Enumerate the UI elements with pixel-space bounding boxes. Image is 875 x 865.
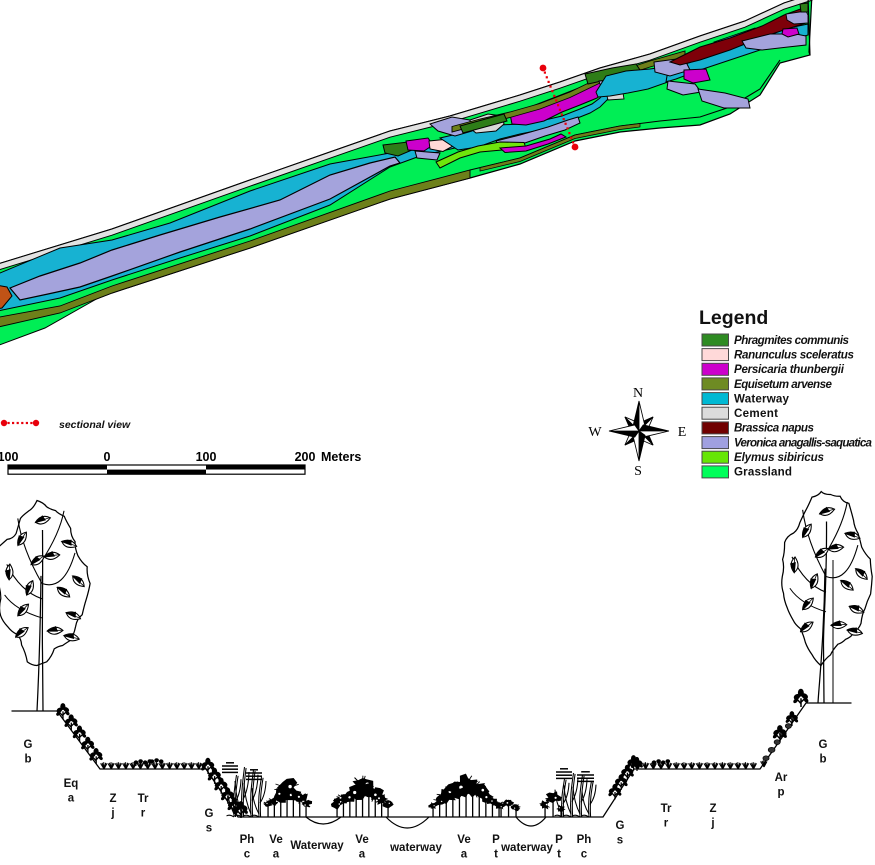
svg-text:100: 100 [196,450,217,464]
svg-text:a: a [68,793,75,805]
svg-text:G: G [616,820,625,832]
svg-text:200: 200 [295,450,316,464]
svg-text:b: b [819,754,826,766]
svg-text:Grassland: Grassland [734,466,792,479]
svg-text:t: t [557,849,561,861]
svg-text:Ranunculus sceleratus: Ranunculus sceleratus [734,348,855,361]
svg-text:Phragmites communis: Phragmites communis [734,334,850,347]
svg-text:Eq: Eq [64,778,79,790]
svg-text:G: G [819,739,828,751]
svg-text:Meters: Meters [321,450,361,464]
svg-text:Z: Z [109,793,116,805]
svg-text:t: t [494,849,498,861]
svg-text:j: j [710,818,714,830]
svg-text:s: s [617,835,623,847]
svg-text:100: 100 [0,450,18,464]
svg-text:Tr: Tr [661,803,672,815]
svg-text:N: N [633,386,643,401]
svg-text:S: S [634,464,642,479]
svg-text:Ph: Ph [240,834,255,846]
svg-text:Cement: Cement [734,407,778,420]
svg-text:Elymus sibiricus: Elymus sibiricus [734,451,825,464]
svg-text:sectional view: sectional view [59,419,131,431]
svg-text:c: c [244,849,251,861]
svg-text:Ar: Ar [775,772,788,784]
svg-text:Waterway: Waterway [290,840,344,852]
svg-text:j: j [110,808,114,820]
svg-text:W: W [588,425,602,440]
svg-text:Tr: Tr [138,793,149,805]
svg-text:a: a [359,849,366,861]
svg-text:0: 0 [104,450,111,464]
svg-text:c: c [581,849,588,861]
svg-text:p: p [777,787,784,799]
svg-text:P: P [492,834,500,846]
svg-text:r: r [141,808,146,820]
svg-text:Ph: Ph [577,834,592,846]
svg-text:Waterway: Waterway [734,392,790,405]
svg-text:Brassica napus: Brassica napus [734,422,815,435]
svg-text:a: a [461,849,468,861]
svg-text:G: G [205,808,214,820]
svg-text:Ve: Ve [457,834,470,846]
svg-text:E: E [678,425,687,440]
svg-text:Equisetum arvense: Equisetum arvense [734,378,833,391]
svg-text:Ve: Ve [269,834,282,846]
svg-text:s: s [206,823,212,835]
svg-text:r: r [664,818,669,830]
svg-text:waterway: waterway [500,842,553,854]
svg-text:G: G [24,739,33,751]
svg-text:P: P [555,834,563,846]
svg-text:Ve: Ve [355,834,368,846]
svg-text:waterway: waterway [389,842,442,854]
svg-text:Persicaria thunbergii: Persicaria thunbergii [734,363,845,376]
svg-text:Veronica anagallis-saquatica: Veronica anagallis-saquatica [734,436,873,449]
svg-text:a: a [273,849,280,861]
svg-text:Z: Z [709,803,716,815]
svg-text:b: b [24,754,31,766]
svg-text:Legend: Legend [699,307,768,329]
